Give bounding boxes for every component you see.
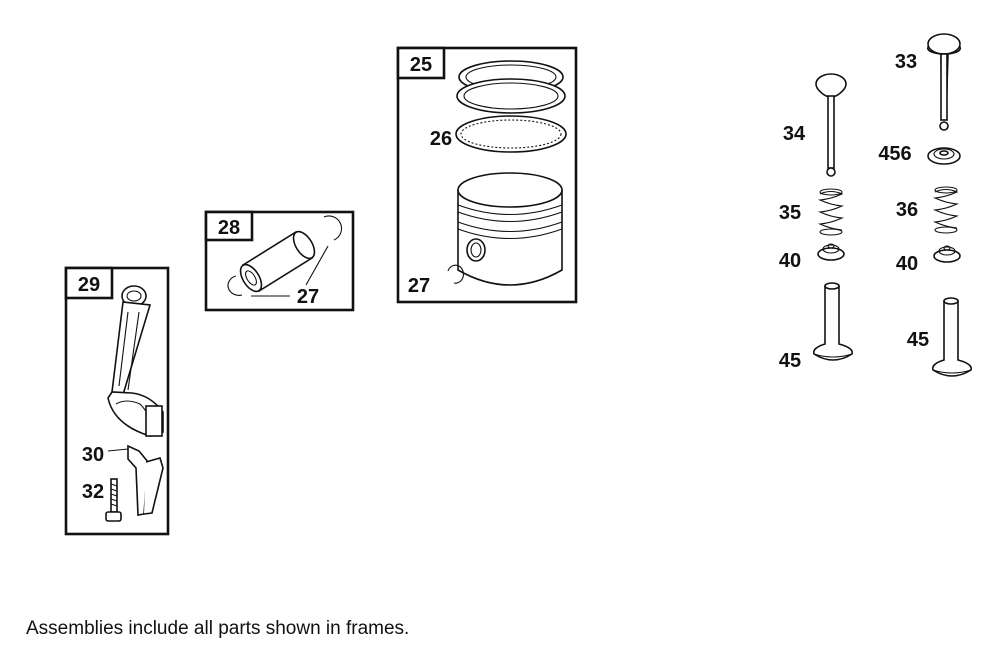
callout-rotator: 456 (878, 143, 911, 165)
piston-pin-assembly-number: 28 (218, 217, 240, 239)
valve-rotator (927, 147, 961, 165)
spring-retainer-left (817, 243, 845, 261)
valve-spring-right (932, 186, 960, 234)
valve-spring-left (817, 188, 845, 236)
retainer-clip-right (323, 215, 343, 241)
callout-retainer-right: 40 (896, 253, 918, 275)
spring-retainer-right (933, 245, 961, 263)
rod-bolt (105, 478, 122, 522)
valve-guide-left (812, 282, 854, 361)
piston-pin-assembly-frame: 28 27 (204, 210, 355, 312)
connecting-rod-assembly-frame: 29 30 32 (64, 266, 170, 536)
callout-guide-right: 45 (907, 329, 929, 351)
connecting-rod (107, 285, 164, 437)
callout-retainer: 27 (408, 275, 430, 297)
callout-piston-rings: 26 (430, 128, 452, 150)
connecting-rod-assembly-number: 29 (78, 274, 100, 296)
retainer-clip (447, 264, 464, 284)
piston-pin (239, 230, 316, 293)
piston-rings (455, 60, 567, 153)
callout-spring-right: 36 (896, 199, 918, 221)
exhaust-valve (926, 33, 962, 131)
callout-bolt: 32 (82, 481, 104, 503)
callout-guide-left: 45 (779, 350, 801, 372)
callout-retainer-left: 40 (779, 250, 801, 272)
callout-intake-valve: 34 (783, 123, 806, 145)
piston-assembly-frame: 25 27 26 (396, 46, 578, 304)
callout-spring-left: 35 (779, 202, 801, 224)
piston (457, 172, 563, 286)
intake-valve (815, 73, 847, 177)
rod-lock (127, 444, 164, 516)
callout-exhaust-valve: 33 (895, 51, 917, 73)
piston-assembly-number: 25 (410, 54, 432, 76)
footer-note: Assemblies include all parts shown in fr… (26, 618, 410, 639)
callout-retainer-pin: 27 (297, 286, 319, 308)
retainer-clip-left (227, 275, 243, 296)
valve-guide-right (931, 297, 973, 377)
callout-lock: 30 (82, 444, 104, 466)
